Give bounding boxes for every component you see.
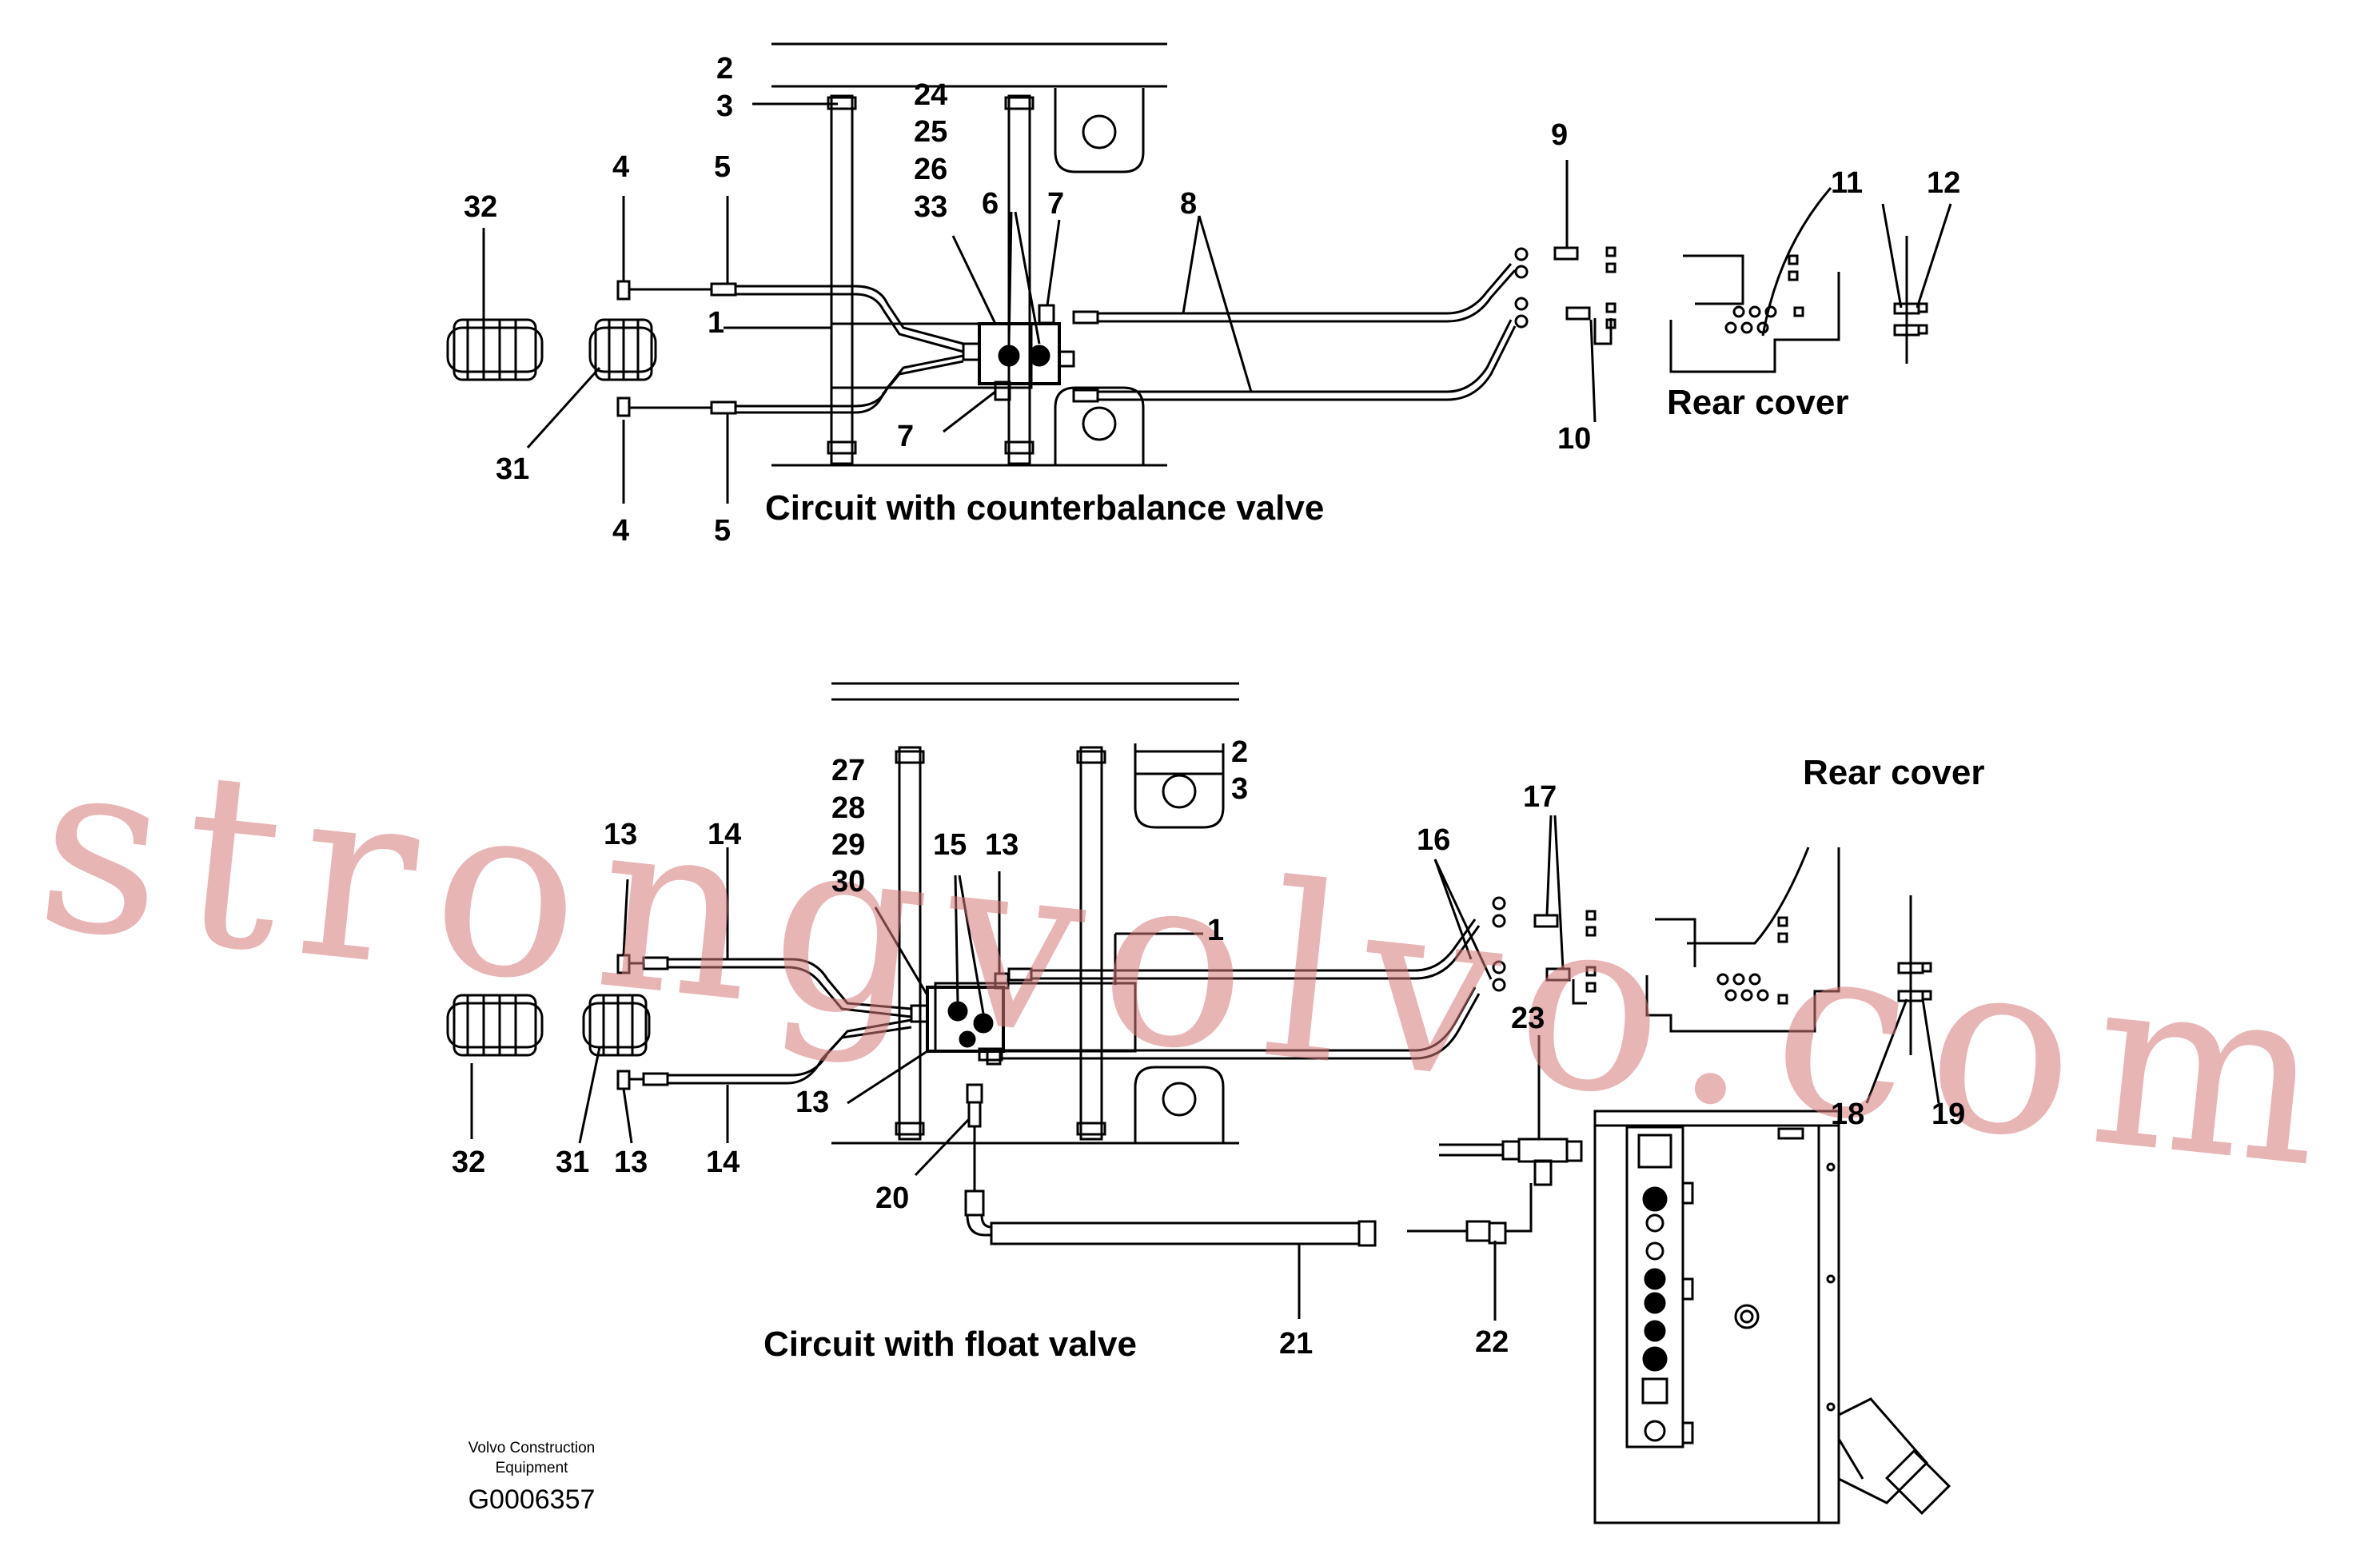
callout-33: 33 [914,190,948,224]
callout-1-upper: 1 [708,306,725,340]
callout-13-top-right: 13 [985,828,1019,862]
top-circuit-drawing [446,42,1952,504]
callout-30: 30 [831,865,866,899]
callout-32-bottom: 32 [452,1146,486,1179]
callout-31-upper: 31 [496,452,530,486]
footer-company-line2: Equipment [495,1460,568,1476]
callout-8: 8 [1180,187,1198,221]
callout-28: 28 [831,791,866,825]
callout-24: 24 [914,78,948,112]
callout-3: 3 [716,90,734,123]
callout-20: 20 [875,1181,910,1215]
callout-29: 29 [831,828,866,862]
rear-cover-label-bottom: Rear cover [1803,753,1985,792]
callout-31-bottom: 31 [556,1146,590,1179]
callout-7-upper: 7 [1047,187,1065,221]
callout-25: 25 [914,115,948,149]
callout-12: 12 [1927,166,1961,200]
callout-1-bottom: 1 [1207,914,1225,947]
drawing-id: G0006357 [468,1484,596,1515]
callout-4-upper: 4 [612,150,630,184]
callout-27: 27 [831,754,866,787]
callout-2-bottom: 2 [1231,735,1249,769]
callout-9: 9 [1551,118,1569,152]
callout-26: 26 [914,153,948,186]
callout-6: 6 [982,187,999,221]
callout-32: 32 [464,190,498,224]
callout-14-bottom: 14 [706,1146,740,1179]
callout-13-mid: 13 [795,1086,830,1119]
footer-company-line1: Volvo Construction [468,1440,596,1456]
callout-2: 2 [716,52,734,86]
callout-7-lower: 7 [897,420,915,453]
callout-17: 17 [1523,780,1557,814]
callout-14-top: 14 [708,818,742,851]
callout-10: 10 [1557,422,1592,456]
bottom-circuit-drawing [446,682,1951,1524]
caption-counterbalance-circuit: Circuit with counterbalance valve [765,488,1325,528]
callout-4-lower: 4 [612,514,630,548]
callout-21: 21 [1279,1327,1314,1361]
callout-15: 15 [933,828,967,862]
callout-11: 11 [1831,166,1864,200]
callout-5-upper: 5 [714,150,732,184]
callout-23: 23 [1511,1002,1545,1035]
callout-3-bottom: 3 [1231,772,1249,806]
callout-16: 16 [1417,823,1451,857]
rear-cover-label-top: Rear cover [1667,383,1849,422]
caption-float-circuit: Circuit with float valve [763,1325,1137,1364]
callout-18: 18 [1831,1098,1865,1131]
callout-22: 22 [1475,1325,1509,1359]
callout-13-top-left: 13 [604,818,638,851]
callout-5-lower: 5 [714,514,732,548]
callout-19: 19 [1932,1098,1966,1131]
callout-13-bottom: 13 [614,1146,648,1179]
